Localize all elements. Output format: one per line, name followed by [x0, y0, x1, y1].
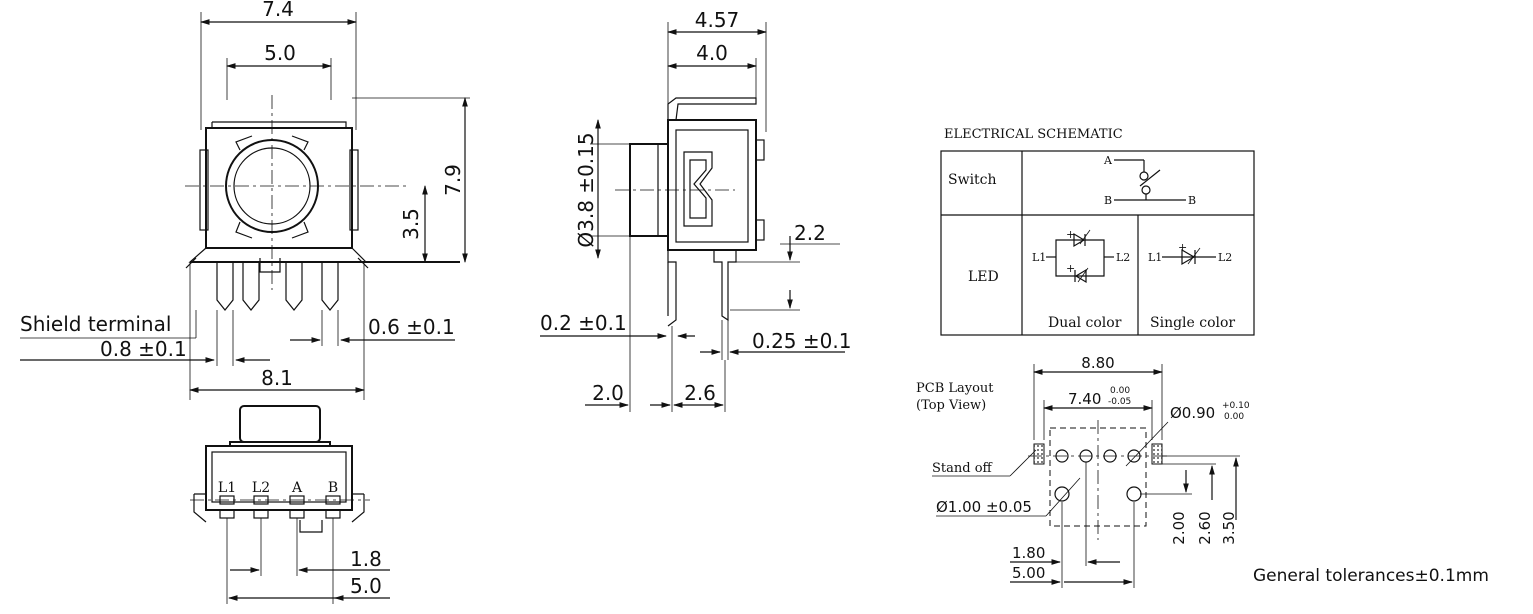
bottom-pins — [219, 495, 341, 519]
schematic-table — [940, 150, 1255, 336]
single-l1-label: L1 — [1148, 251, 1162, 264]
single-plus: + — [1178, 241, 1187, 254]
general-tolerance-note: General tolerances±0.1mm — [1253, 566, 1489, 586]
electrical-schematic: ELECTRICAL SCHEMATIC Switch LED A B B L1… — [940, 127, 1255, 336]
switch-terminal-b-right: B — [1188, 194, 1196, 207]
pcb-dim-5-00: 5.00 — [1012, 564, 1045, 582]
pcb-width-inner-tol-upper: 0.00 — [1110, 386, 1130, 396]
pin-label-b: B — [328, 480, 338, 496]
dim-shield-width: 0.8 ±0.1 — [100, 337, 187, 361]
dim-pin-span: 5.0 — [350, 574, 382, 598]
pcb-dim-2-00: 2.00 — [1170, 511, 1188, 544]
dim-base-width: 8.1 — [261, 366, 293, 390]
pcb-hole-small: Ø1.00 ±0.05 — [936, 498, 1032, 516]
pcb-dim-1-80: 1.80 — [1012, 544, 1045, 562]
pcb-component-outline — [1049, 427, 1147, 527]
dual-led-symbol: L1 L2 + + Dual color — [1032, 228, 1130, 331]
dim-depth-overall: 4.57 — [695, 8, 740, 32]
side-body — [667, 119, 757, 251]
pcb-dim-2-60: 2.60 — [1196, 511, 1214, 544]
dim-width-overall: 7.4 — [262, 0, 294, 21]
dim-offset-a: 2.0 — [592, 381, 624, 405]
front-pins — [185, 257, 369, 311]
pin-label-a: A — [291, 480, 303, 496]
front-body — [205, 127, 353, 249]
switch-terminal-b-left: B — [1104, 194, 1112, 207]
bottom-view: L1 L2 A B 1.8 5.0 — [190, 405, 390, 604]
dual-l2-label: L2 — [1116, 251, 1130, 264]
dim-pin-length: 2.2 — [794, 221, 826, 245]
dim-offset-b: 2.6 — [684, 381, 716, 405]
dim-diameter: Ø3.8 ±0.15 — [574, 132, 598, 247]
stand-off-right — [1151, 443, 1163, 465]
dim-height-overall: 7.9 — [441, 164, 465, 196]
dual-plus-lower: + — [1066, 262, 1075, 275]
switch-terminal-a: A — [1103, 154, 1113, 167]
dim-width-inner: 5.0 — [264, 41, 296, 65]
pcb-layout: PCB Layout (Top View) 8.80 7.40 0.00 -0.… — [916, 354, 1250, 588]
front-view: 7.4 5.0 7.9 — [20, 0, 470, 400]
single-color-label: Single color — [1150, 315, 1235, 331]
single-led-symbol: L1 L2 + Single color — [1148, 241, 1235, 331]
pcb-title-line2: (Top View) — [916, 398, 986, 413]
stand-off-label: Stand off — [932, 461, 994, 476]
dual-color-label: Dual color — [1048, 315, 1122, 331]
dim-pin-width: 0.6 ±0.1 — [368, 315, 455, 339]
dual-l1-label: L1 — [1032, 251, 1046, 264]
dim-height-center: 3.5 — [399, 208, 423, 240]
dim-depth-body: 4.0 — [696, 41, 728, 65]
dim-pin-pitch: 1.8 — [350, 547, 382, 571]
dim-terminal-thickness: 0.25 ±0.1 — [752, 329, 851, 353]
single-l2-label: L2 — [1218, 251, 1232, 264]
shield-terminal-label: Shield terminal — [20, 312, 171, 336]
pcb-width-inner: 7.40 — [1068, 390, 1101, 408]
pcb-hole-large: Ø0.90 — [1170, 404, 1215, 422]
pcb-dim-3-50: 3.50 — [1220, 511, 1238, 544]
pcb-hole-large-tol-upper: +0.10 — [1222, 401, 1250, 411]
pcb-width-inner-tol-lower: -0.05 — [1108, 397, 1131, 407]
pcb-hole-large-tol-lower: 0.00 — [1224, 412, 1244, 422]
pcb-title-line1: PCB Layout — [916, 381, 994, 396]
switch-symbol: A B B — [1103, 154, 1196, 207]
led-label: LED — [968, 269, 999, 285]
side-view: 4.57 4.0 Ø3.8 ±0.15 2.2 0.2 ± — [540, 8, 851, 412]
pin-label-l2: L2 — [252, 480, 270, 496]
schematic-title: ELECTRICAL SCHEMATIC — [944, 127, 1123, 142]
pcb-width-outer: 8.80 — [1081, 354, 1114, 372]
stand-off-left — [1033, 443, 1045, 465]
dim-pin-thickness: 0.2 ±0.1 — [540, 311, 627, 335]
dual-plus-upper: + — [1066, 228, 1075, 241]
switch-label: Switch — [948, 172, 997, 188]
pin-label-l1: L1 — [218, 480, 236, 496]
